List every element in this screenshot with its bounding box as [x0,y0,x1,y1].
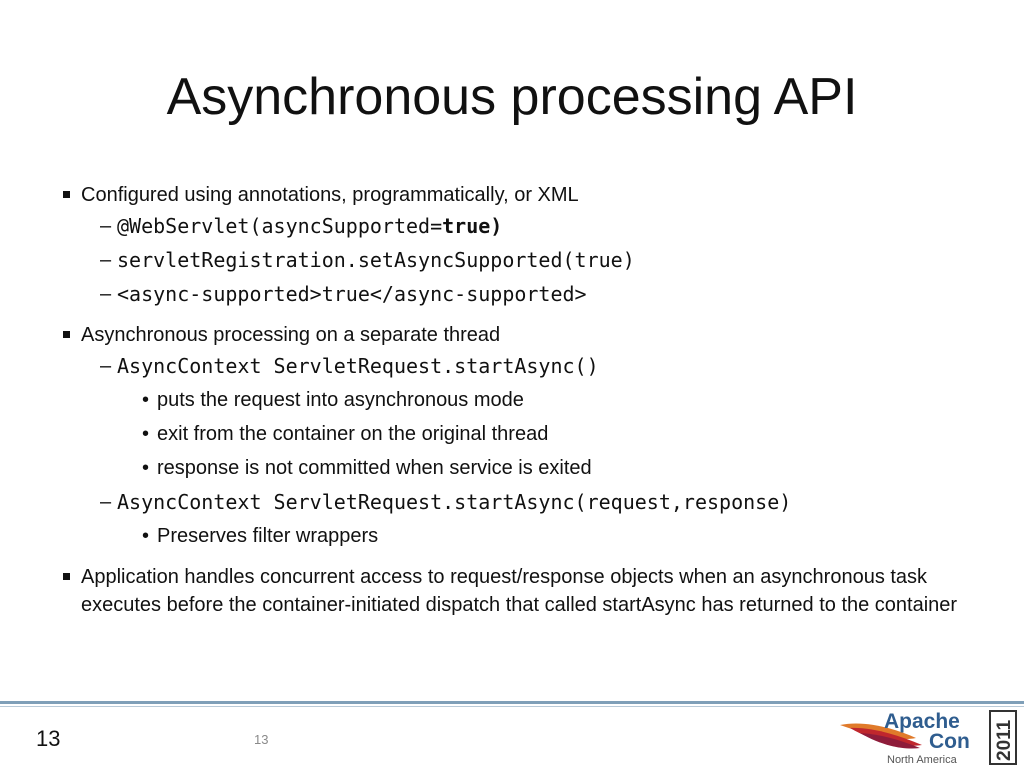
square-bullet-icon [63,573,70,580]
bullet-3: Application handles concurrent access to… [60,563,960,619]
dot-bullet-icon: • [142,457,150,479]
page-number: 13 [36,726,61,751]
logo-word-apache: Apache [884,710,960,733]
sub-sub-bullet: • Preserves filter wrappers [60,519,960,553]
logo-region: North America [887,754,958,766]
code-text: AsyncContext ServletRequest.startAsync() [117,354,599,378]
code-text: servletRegistration.setAsyncSupported(tr… [117,248,635,272]
bullet-text: Preserves filter wrappers [157,525,379,547]
bullet-text: exit from the container on the original … [157,423,549,445]
footer-page-number: 13 [254,732,269,747]
bullet-2: Asynchronous processing on a separate th… [60,321,960,349]
sub-sub-bullet: • exit from the container on the origina… [60,417,960,451]
dot-bullet-icon: • [142,525,150,547]
dash-bullet-icon: – [100,283,112,305]
sub-sub-bullet: • response is not committed when service… [60,451,960,485]
footer-divider [0,701,1024,704]
sub-bullet: – AsyncContext ServletRequest.startAsync… [60,349,960,383]
square-bullet-icon [63,331,70,338]
sub-bullet: – servletRegistration.setAsyncSupported(… [60,243,960,277]
bullet-1: Configured using annotations, programmat… [60,181,960,209]
code-text: AsyncContext ServletRequest.startAsync(r… [117,490,792,514]
dot-bullet-icon: • [142,423,150,445]
logo-year-box [989,710,1017,765]
sub-sub-bullet: • puts the request into asynchronous mod… [60,383,960,417]
slide-title: Asynchronous processing API [166,68,858,126]
sub-bullet: – <async-supported>true</async-supported… [60,277,960,311]
slide-body: Configured using annotations, programmat… [60,181,960,619]
logo-word-con: Con [929,730,970,753]
code-bold-text: true) [442,214,503,238]
square-bullet-icon [63,191,70,198]
bullet-text: Asynchronous processing on a separate th… [81,324,501,346]
code-text: <async-supported>true</async-supported> [117,282,587,306]
dot-bullet-icon: • [142,389,150,411]
footer-divider-thin [0,706,1024,707]
sub-bullet: – AsyncContext ServletRequest.startAsync… [60,485,960,519]
sub-bullet: – @WebServlet(asyncSupported=true) [60,209,960,243]
dash-bullet-icon: – [100,355,112,377]
logo-year: 2011 [994,719,1015,761]
code-text: @WebServlet(asyncSupported= [117,214,443,238]
bullet-text: Configured using annotations, programmat… [81,184,579,206]
dash-bullet-icon: – [100,491,112,513]
apachecon-logo: Apache Con North America 2011 [840,710,1017,766]
dash-bullet-icon: – [100,215,112,237]
bullet-text: Application handles concurrent access to… [81,566,958,616]
feather-icon [840,723,922,749]
dash-bullet-icon: – [100,249,112,271]
bullet-text: response is not committed when service i… [157,457,592,479]
bullet-text: puts the request into asynchronous mode [157,389,524,411]
